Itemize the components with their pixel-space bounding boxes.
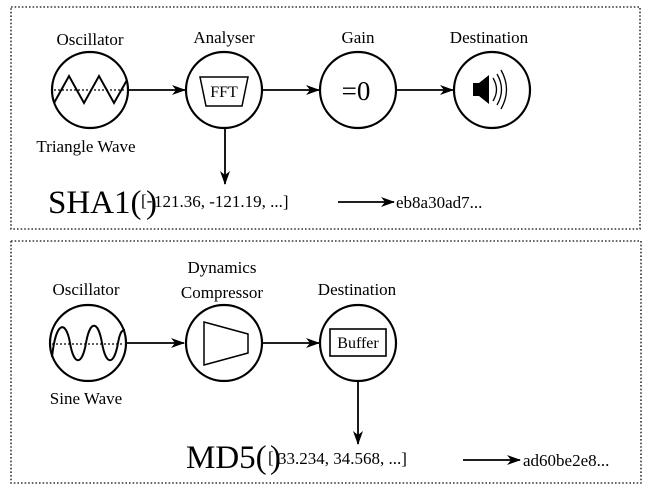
bottom-oscillator-title: Oscillator	[52, 280, 119, 299]
buffer-box-icon	[329, 328, 387, 357]
sha1-output: eb8a30ad7...	[396, 193, 482, 212]
md5-output: ad60be2e8...	[523, 451, 609, 470]
top-destination-circle	[452, 50, 532, 130]
bottom-hash-row: MD5( [ ) 33.234, 34.568, ...] ad60be2e8.…	[186, 440, 609, 476]
bottom-oscillator-node: Oscillator Sine Wave	[48, 280, 128, 408]
speaker-icon	[473, 69, 508, 110]
sine-wave-icon	[51, 324, 126, 362]
top-oscillator-node: Oscillator Triangle Wave	[36, 30, 135, 156]
top-panel: Oscillator Triangle Wave Analyser FFT Ga…	[10, 6, 641, 230]
bottom-panel: Oscillator Sine Wave Dynamics Compressor…	[10, 240, 642, 484]
md5-function-close: )	[270, 440, 281, 476]
top-destination-node: Destination	[450, 28, 532, 130]
compressor-title-line2: Compressor	[181, 283, 264, 302]
sha1-input-values: 121.36, -121.19, ...]	[154, 192, 289, 211]
bottom-oscillator-caption: Sine Wave	[50, 389, 122, 408]
compressor-trapezoid-icon	[203, 321, 249, 366]
top-analyser-title: Analyser	[193, 28, 255, 47]
sha1-function-label: SHA1(	[48, 185, 142, 221]
sha1-function-close: )	[146, 185, 157, 221]
top-panel-border	[10, 6, 641, 230]
bottom-destination-node: Destination Buffer	[318, 280, 398, 383]
bottom-compressor-circle	[184, 303, 264, 383]
compressor-title-line1: Dynamics	[188, 258, 257, 277]
md5-input-open: [	[268, 448, 274, 467]
fft-trapezoid-icon	[199, 76, 249, 107]
triangle-wave-icon	[53, 73, 128, 106]
fft-label: FFT	[210, 84, 238, 101]
bottom-destination-title: Destination	[318, 280, 397, 299]
top-destination-title: Destination	[450, 28, 529, 47]
top-gain-node: Gain =0	[318, 28, 398, 130]
top-analyser-node: Analyser FFT	[184, 28, 264, 130]
top-hash-row: SHA1( [- ) 121.36, -121.19, ...] eb8a30a…	[48, 185, 482, 221]
md5-function-label: MD5(	[186, 440, 267, 476]
buffer-label: Buffer	[337, 335, 379, 352]
top-oscillator-caption: Triangle Wave	[36, 137, 135, 156]
sha1-input-open: [-	[141, 191, 153, 210]
gain-value-label: =0	[342, 76, 371, 106]
top-gain-title: Gain	[341, 28, 375, 47]
md5-input-values: 33.234, 34.568, ...]	[278, 449, 407, 468]
bottom-compressor-node: Dynamics Compressor	[181, 258, 264, 383]
top-oscillator-title: Oscillator	[56, 30, 123, 49]
bottom-oscillator-circle	[48, 303, 128, 383]
